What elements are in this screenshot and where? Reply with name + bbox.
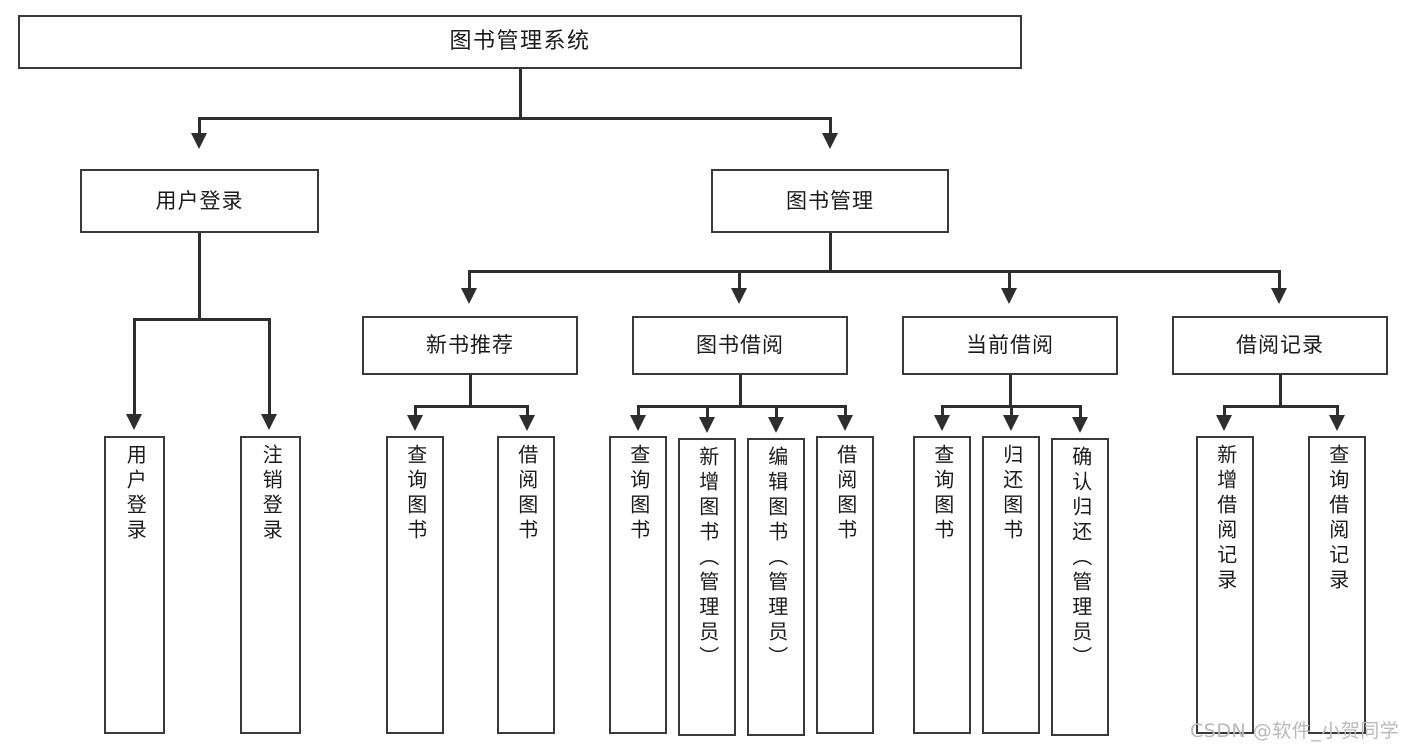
- connector-bb-drop-3: [775, 405, 778, 420]
- connector-root-stem: [519, 69, 522, 118]
- connector-root-to-book-mgmt: [829, 117, 832, 135]
- node-borrow-record[interactable]: 借阅记录: [1172, 316, 1388, 375]
- node-label: 查询借阅记录: [1325, 444, 1350, 594]
- arrow-bb-leaf-3: [768, 417, 784, 433]
- connector-bm-drop-current-borrow: [1008, 270, 1011, 290]
- leaf-bb-edit-book-admin[interactable]: 编辑图书（管理员）: [747, 438, 805, 736]
- arrow-cb-leaf-3: [1072, 417, 1088, 433]
- arrow-bm-to-current-borrow: [1001, 288, 1017, 304]
- node-book-borrow[interactable]: 图书借阅: [632, 316, 848, 375]
- leaf-nbr-query-book[interactable]: 查询图书: [386, 436, 444, 734]
- connector-bb-drop-4: [844, 405, 847, 418]
- arrow-bm-to-new-book: [461, 288, 477, 304]
- node-root-system[interactable]: 图书管理系统: [18, 15, 1022, 69]
- arrow-nbr-leaf-2: [519, 415, 535, 431]
- connector-cb-stem: [1009, 375, 1012, 406]
- node-book-management[interactable]: 图书管理: [711, 169, 949, 233]
- node-user-login[interactable]: 用户登录: [80, 169, 319, 233]
- node-label: 图书借阅: [696, 333, 784, 358]
- node-label: 查询图书: [626, 444, 651, 544]
- arrow-cb-leaf-1: [934, 415, 950, 431]
- leaf-user-login-login[interactable]: 用户登录: [104, 436, 165, 734]
- connector-cb-drop-2: [1010, 405, 1013, 418]
- leaf-cb-query-book[interactable]: 查询图书: [913, 436, 971, 734]
- leaf-cb-return-book[interactable]: 归还图书: [982, 436, 1040, 734]
- node-label: 确认归还（管理员）: [1068, 446, 1093, 671]
- node-label: 查询图书: [930, 444, 955, 544]
- connector-br-drop-1: [1223, 405, 1226, 418]
- arrow-user-login-leaf-2: [261, 414, 277, 430]
- connector-bb-stem: [739, 375, 742, 406]
- leaf-cb-confirm-return-admin[interactable]: 确认归还（管理员）: [1051, 438, 1109, 736]
- node-current-borrow[interactable]: 当前借阅: [902, 316, 1118, 375]
- connector-user-login-stem: [198, 233, 201, 319]
- arrow-bb-leaf-2: [699, 417, 715, 433]
- node-label: 用户登录: [155, 188, 244, 213]
- connector-bb-drop-2: [706, 405, 709, 420]
- node-label: 借阅记录: [1236, 333, 1324, 358]
- arrow-bb-leaf-1: [630, 415, 646, 431]
- arrow-bm-to-book-borrow: [731, 288, 747, 304]
- arrow-root-to-book-mgmt: [822, 133, 838, 149]
- node-new-book-recommend[interactable]: 新书推荐: [362, 316, 578, 375]
- connector-user-login-bar: [133, 318, 270, 321]
- connector-user-login-drop-1: [133, 318, 136, 417]
- watermark-text: CSDN @软件_小贺同学: [1190, 720, 1400, 742]
- connector-nbr-drop-1: [414, 405, 417, 418]
- connector-br-drop-2: [1336, 405, 1339, 418]
- node-label: 借阅图书: [514, 444, 539, 544]
- connector-root-bar: [198, 117, 832, 120]
- leaf-user-login-logout[interactable]: 注销登录: [240, 436, 301, 734]
- connector-bb-bar: [637, 405, 846, 408]
- connector-nbr-drop-2: [526, 405, 529, 418]
- arrow-cb-leaf-2: [1003, 415, 1019, 431]
- arrow-user-login-leaf-1: [126, 414, 142, 430]
- connector-nbr-bar: [414, 405, 528, 408]
- node-label: 归还图书: [999, 444, 1024, 544]
- leaf-bb-query-book[interactable]: 查询图书: [609, 436, 667, 734]
- node-label: 新增借阅记录: [1213, 444, 1238, 594]
- connector-book-mgmt-bar: [468, 270, 1280, 273]
- connector-bb-drop-1: [637, 405, 640, 418]
- connector-cb-drop-3: [1079, 405, 1082, 420]
- connector-bm-drop-borrow-record: [1278, 270, 1281, 290]
- arrow-br-leaf-1: [1216, 415, 1232, 431]
- node-label: 编辑图书（管理员）: [764, 446, 789, 671]
- leaf-nbr-borrow-book[interactable]: 借阅图书: [497, 436, 555, 734]
- node-label: 新增图书（管理员）: [695, 446, 720, 671]
- connector-bm-drop-new-book: [468, 270, 471, 290]
- leaf-bb-add-book-admin[interactable]: 新增图书（管理员）: [678, 438, 736, 736]
- arrow-bm-to-borrow-record: [1271, 288, 1287, 304]
- connector-br-bar: [1223, 405, 1338, 408]
- leaf-bb-borrow-book[interactable]: 借阅图书: [816, 436, 874, 734]
- connector-nbr-stem: [469, 375, 472, 406]
- leaf-br-query-record[interactable]: 查询借阅记录: [1308, 436, 1366, 734]
- node-label: 注销登录: [259, 444, 284, 544]
- node-label: 图书管理系统: [449, 29, 591, 55]
- node-label: 图书管理: [786, 188, 874, 213]
- arrow-nbr-leaf-1: [407, 415, 423, 431]
- node-label: 新书推荐: [426, 333, 514, 358]
- connector-root-to-user-login: [198, 117, 201, 135]
- connector-user-login-drop-2: [268, 318, 271, 417]
- node-label: 借阅图书: [833, 444, 858, 544]
- arrow-bb-leaf-4: [837, 415, 853, 431]
- node-label: 用户登录: [123, 444, 148, 544]
- connector-cb-drop-1: [941, 405, 944, 418]
- arrow-br-leaf-2: [1329, 415, 1345, 431]
- connector-br-stem: [1279, 375, 1282, 406]
- connector-book-mgmt-stem: [829, 233, 832, 271]
- node-label: 查询图书: [403, 444, 428, 544]
- connector-bm-drop-book-borrow: [738, 270, 741, 290]
- node-label: 当前借阅: [966, 333, 1054, 358]
- arrow-root-to-user-login: [191, 133, 207, 149]
- leaf-br-add-record[interactable]: 新增借阅记录: [1196, 436, 1254, 734]
